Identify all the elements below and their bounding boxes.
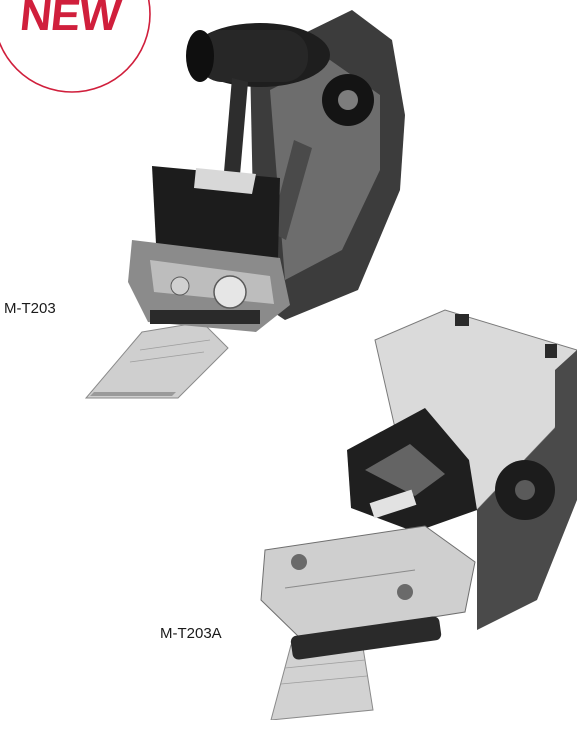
new-badge (0, 0, 151, 93)
model-label-mt203: M-T203 (4, 300, 56, 317)
printer-image-mt203 (84, 10, 405, 399)
printer-image-mt203a (260, 309, 577, 720)
model-label-mt203a: M-T203A (160, 625, 222, 642)
